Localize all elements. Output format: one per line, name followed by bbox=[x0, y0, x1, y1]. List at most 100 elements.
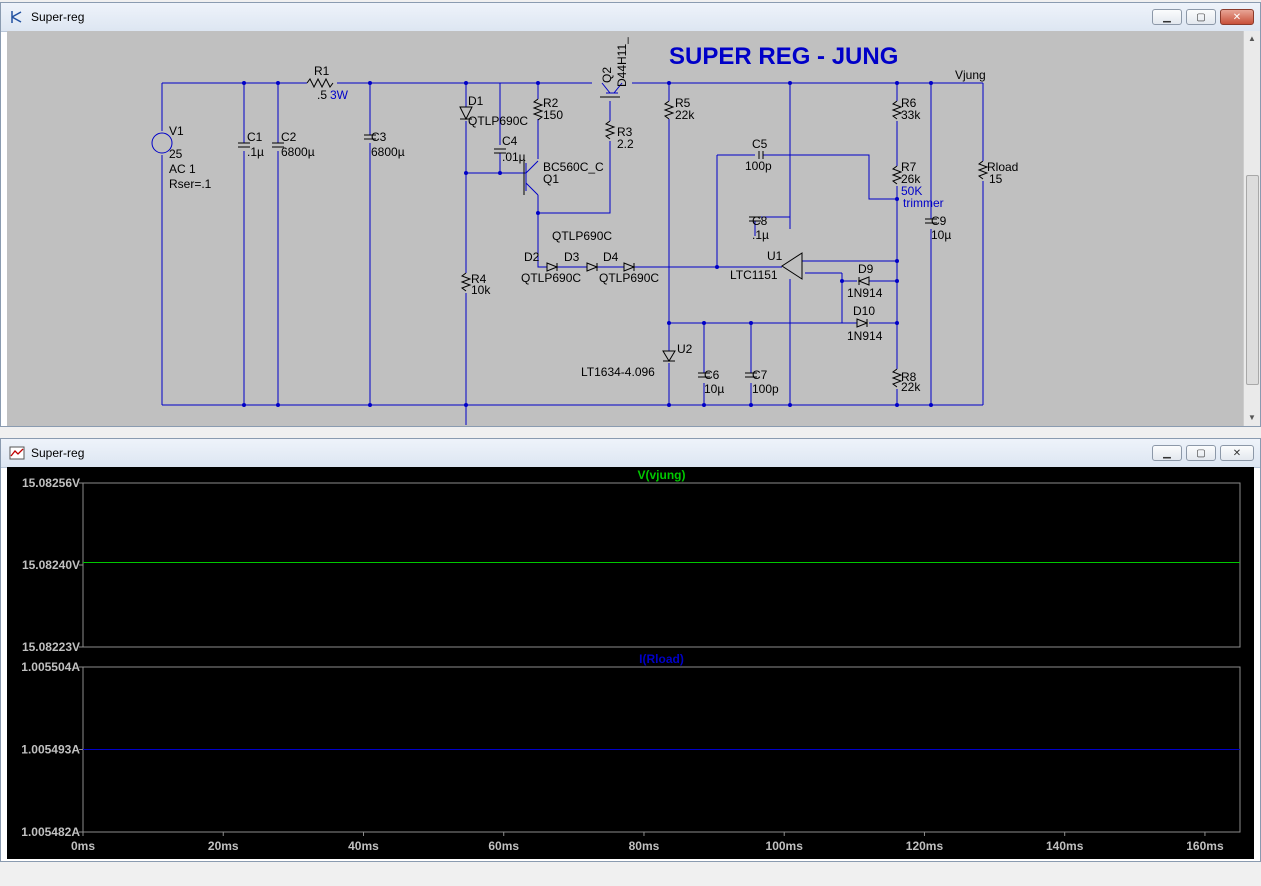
x-tick-label: 40ms bbox=[348, 839, 379, 853]
junction-dots bbox=[242, 81, 933, 407]
c8-name: C8 bbox=[752, 214, 768, 228]
x-tick-label: 160ms bbox=[1186, 839, 1224, 853]
waveform-svg: V(vjung)15.08256V15.08240V15.08223VI(Rlo… bbox=[21, 468, 1241, 853]
d10-name: D10 bbox=[853, 304, 875, 318]
c3-name: C3 bbox=[371, 130, 387, 144]
c4-name: C4 bbox=[502, 134, 518, 148]
d3-value: QTLP690C bbox=[552, 229, 612, 243]
minimize-icon[interactable]: ▁ bbox=[1152, 445, 1182, 461]
r3-value: 2.2 bbox=[617, 137, 634, 151]
r3-name: R3 bbox=[617, 125, 633, 139]
schematic-titlebar[interactable]: Super-reg ▁ ▢ ✕ bbox=[1, 3, 1260, 32]
x-tick-label: 60ms bbox=[488, 839, 519, 853]
r7-note1: 50K bbox=[901, 184, 922, 198]
x-tick-label: 140ms bbox=[1046, 839, 1084, 853]
d10-value: 1N914 bbox=[847, 329, 883, 343]
waveform-titlebar[interactable]: Super-reg ▁ ▢ ✕ bbox=[1, 439, 1260, 468]
schematic-window: Super-reg ▁ ▢ ✕ bbox=[0, 2, 1261, 427]
y-tick-label: 1.005504A bbox=[21, 660, 80, 674]
c9-value: 10µ bbox=[931, 228, 951, 242]
u2-name: U2 bbox=[677, 342, 693, 356]
schematic-svg: SUPER REG - JUNG Vjung V1 25 AC 1 Rser=.… bbox=[151, 37, 1018, 425]
symbols bbox=[151, 77, 989, 388]
c2-value: 6800µ bbox=[281, 145, 315, 159]
d4-value: QTLP690C bbox=[599, 271, 659, 285]
c4-value: .01µ bbox=[502, 150, 526, 164]
r1-power: 3W bbox=[330, 88, 349, 102]
schematic-app-icon bbox=[11, 11, 22, 23]
r8-name: R8 bbox=[901, 370, 917, 384]
scrollbar-thumb[interactable] bbox=[1246, 175, 1259, 385]
c2-name: C2 bbox=[281, 130, 297, 144]
d2-value: QTLP690C bbox=[521, 271, 581, 285]
rload-name: Rload bbox=[987, 160, 1018, 174]
c6-name: C6 bbox=[704, 368, 720, 382]
y-tick-label: 1.005493A bbox=[21, 743, 80, 757]
net-label-vjung: Vjung bbox=[955, 68, 986, 82]
schematic-heading: SUPER REG - JUNG bbox=[669, 43, 898, 70]
close-icon[interactable]: ✕ bbox=[1220, 9, 1254, 25]
x-tick-label: 20ms bbox=[208, 839, 239, 853]
trace-title-1: V(vjung) bbox=[638, 468, 686, 482]
plot-frame-1 bbox=[82, 482, 1241, 648]
r1-value: .5 bbox=[317, 88, 327, 102]
c1-name: C1 bbox=[247, 130, 263, 144]
waveform-window-title: Super-reg bbox=[31, 446, 85, 460]
r7-name: R7 bbox=[901, 160, 917, 174]
d2-name: D2 bbox=[524, 250, 540, 264]
d1-name: D1 bbox=[468, 94, 484, 108]
c6-value: 10µ bbox=[704, 382, 724, 396]
minimize-icon[interactable]: ▁ bbox=[1152, 9, 1182, 25]
d9-name: D9 bbox=[858, 262, 874, 276]
trace-title-2: I(Rload) bbox=[639, 652, 684, 666]
c5-value: 100p bbox=[745, 159, 772, 173]
scroll-down-icon[interactable]: ▼ bbox=[1248, 413, 1256, 422]
u1-value: LTC1151 bbox=[730, 268, 778, 282]
r7-value: 26k bbox=[901, 172, 921, 186]
c7-value: 100p bbox=[752, 382, 779, 396]
rload-value: 15 bbox=[989, 172, 1003, 186]
x-tick-label: 100ms bbox=[766, 839, 804, 853]
v1-name: V1 bbox=[169, 124, 184, 138]
d4-name: D4 bbox=[603, 250, 619, 264]
r4-name: R4 bbox=[471, 272, 487, 286]
y-tick-label: 15.08240V bbox=[22, 558, 80, 572]
waveform-app-icon bbox=[9, 446, 25, 460]
scroll-up-icon[interactable]: ▲ bbox=[1248, 34, 1256, 43]
c7-name: C7 bbox=[752, 368, 768, 382]
x-tick-label: 120ms bbox=[906, 839, 944, 853]
q2-name: Q2 bbox=[600, 67, 614, 83]
schematic-canvas[interactable]: SUPER REG - JUNG Vjung V1 25 AC 1 Rser=.… bbox=[7, 31, 1246, 426]
r7-note2: trimmer bbox=[903, 196, 944, 210]
r5-value: 22k bbox=[675, 108, 695, 122]
maximize-icon[interactable]: ▢ bbox=[1186, 445, 1216, 461]
schematic-window-title: Super-reg bbox=[31, 10, 85, 24]
c9-name: C9 bbox=[931, 214, 947, 228]
c5-name: C5 bbox=[752, 137, 768, 151]
r6-value: 33k bbox=[901, 108, 921, 122]
d9-value: 1N914 bbox=[847, 286, 883, 300]
q1-value: BC560C_C bbox=[543, 160, 604, 174]
schematic-vertical-scrollbar[interactable]: ▲ ▼ bbox=[1243, 31, 1260, 426]
y-tick-label: 1.005482A bbox=[21, 825, 80, 839]
r6-name: R6 bbox=[901, 96, 917, 110]
component-labels: SUPER REG - JUNG Vjung V1 25 AC 1 Rser=.… bbox=[169, 37, 1018, 396]
close-icon[interactable]: ✕ bbox=[1220, 445, 1254, 461]
x-tick-label: 80ms bbox=[629, 839, 660, 853]
v1-value: 25 bbox=[169, 147, 183, 161]
c8-value: .1µ bbox=[752, 228, 769, 242]
r2-value: 150 bbox=[543, 108, 563, 122]
maximize-icon[interactable]: ▢ bbox=[1186, 9, 1216, 25]
r1-name: R1 bbox=[314, 64, 330, 78]
r2-name: R2 bbox=[543, 96, 559, 110]
v1-ac: AC 1 bbox=[169, 162, 196, 176]
q1-name: Q1 bbox=[543, 172, 559, 186]
r8-value: 22k bbox=[901, 380, 921, 394]
r4-value: 10k bbox=[471, 283, 491, 297]
u1-name: U1 bbox=[767, 249, 783, 263]
v1-rser: Rser=.1 bbox=[169, 177, 212, 191]
x-tick-label: 0ms bbox=[71, 839, 95, 853]
d3-name: D3 bbox=[564, 250, 580, 264]
